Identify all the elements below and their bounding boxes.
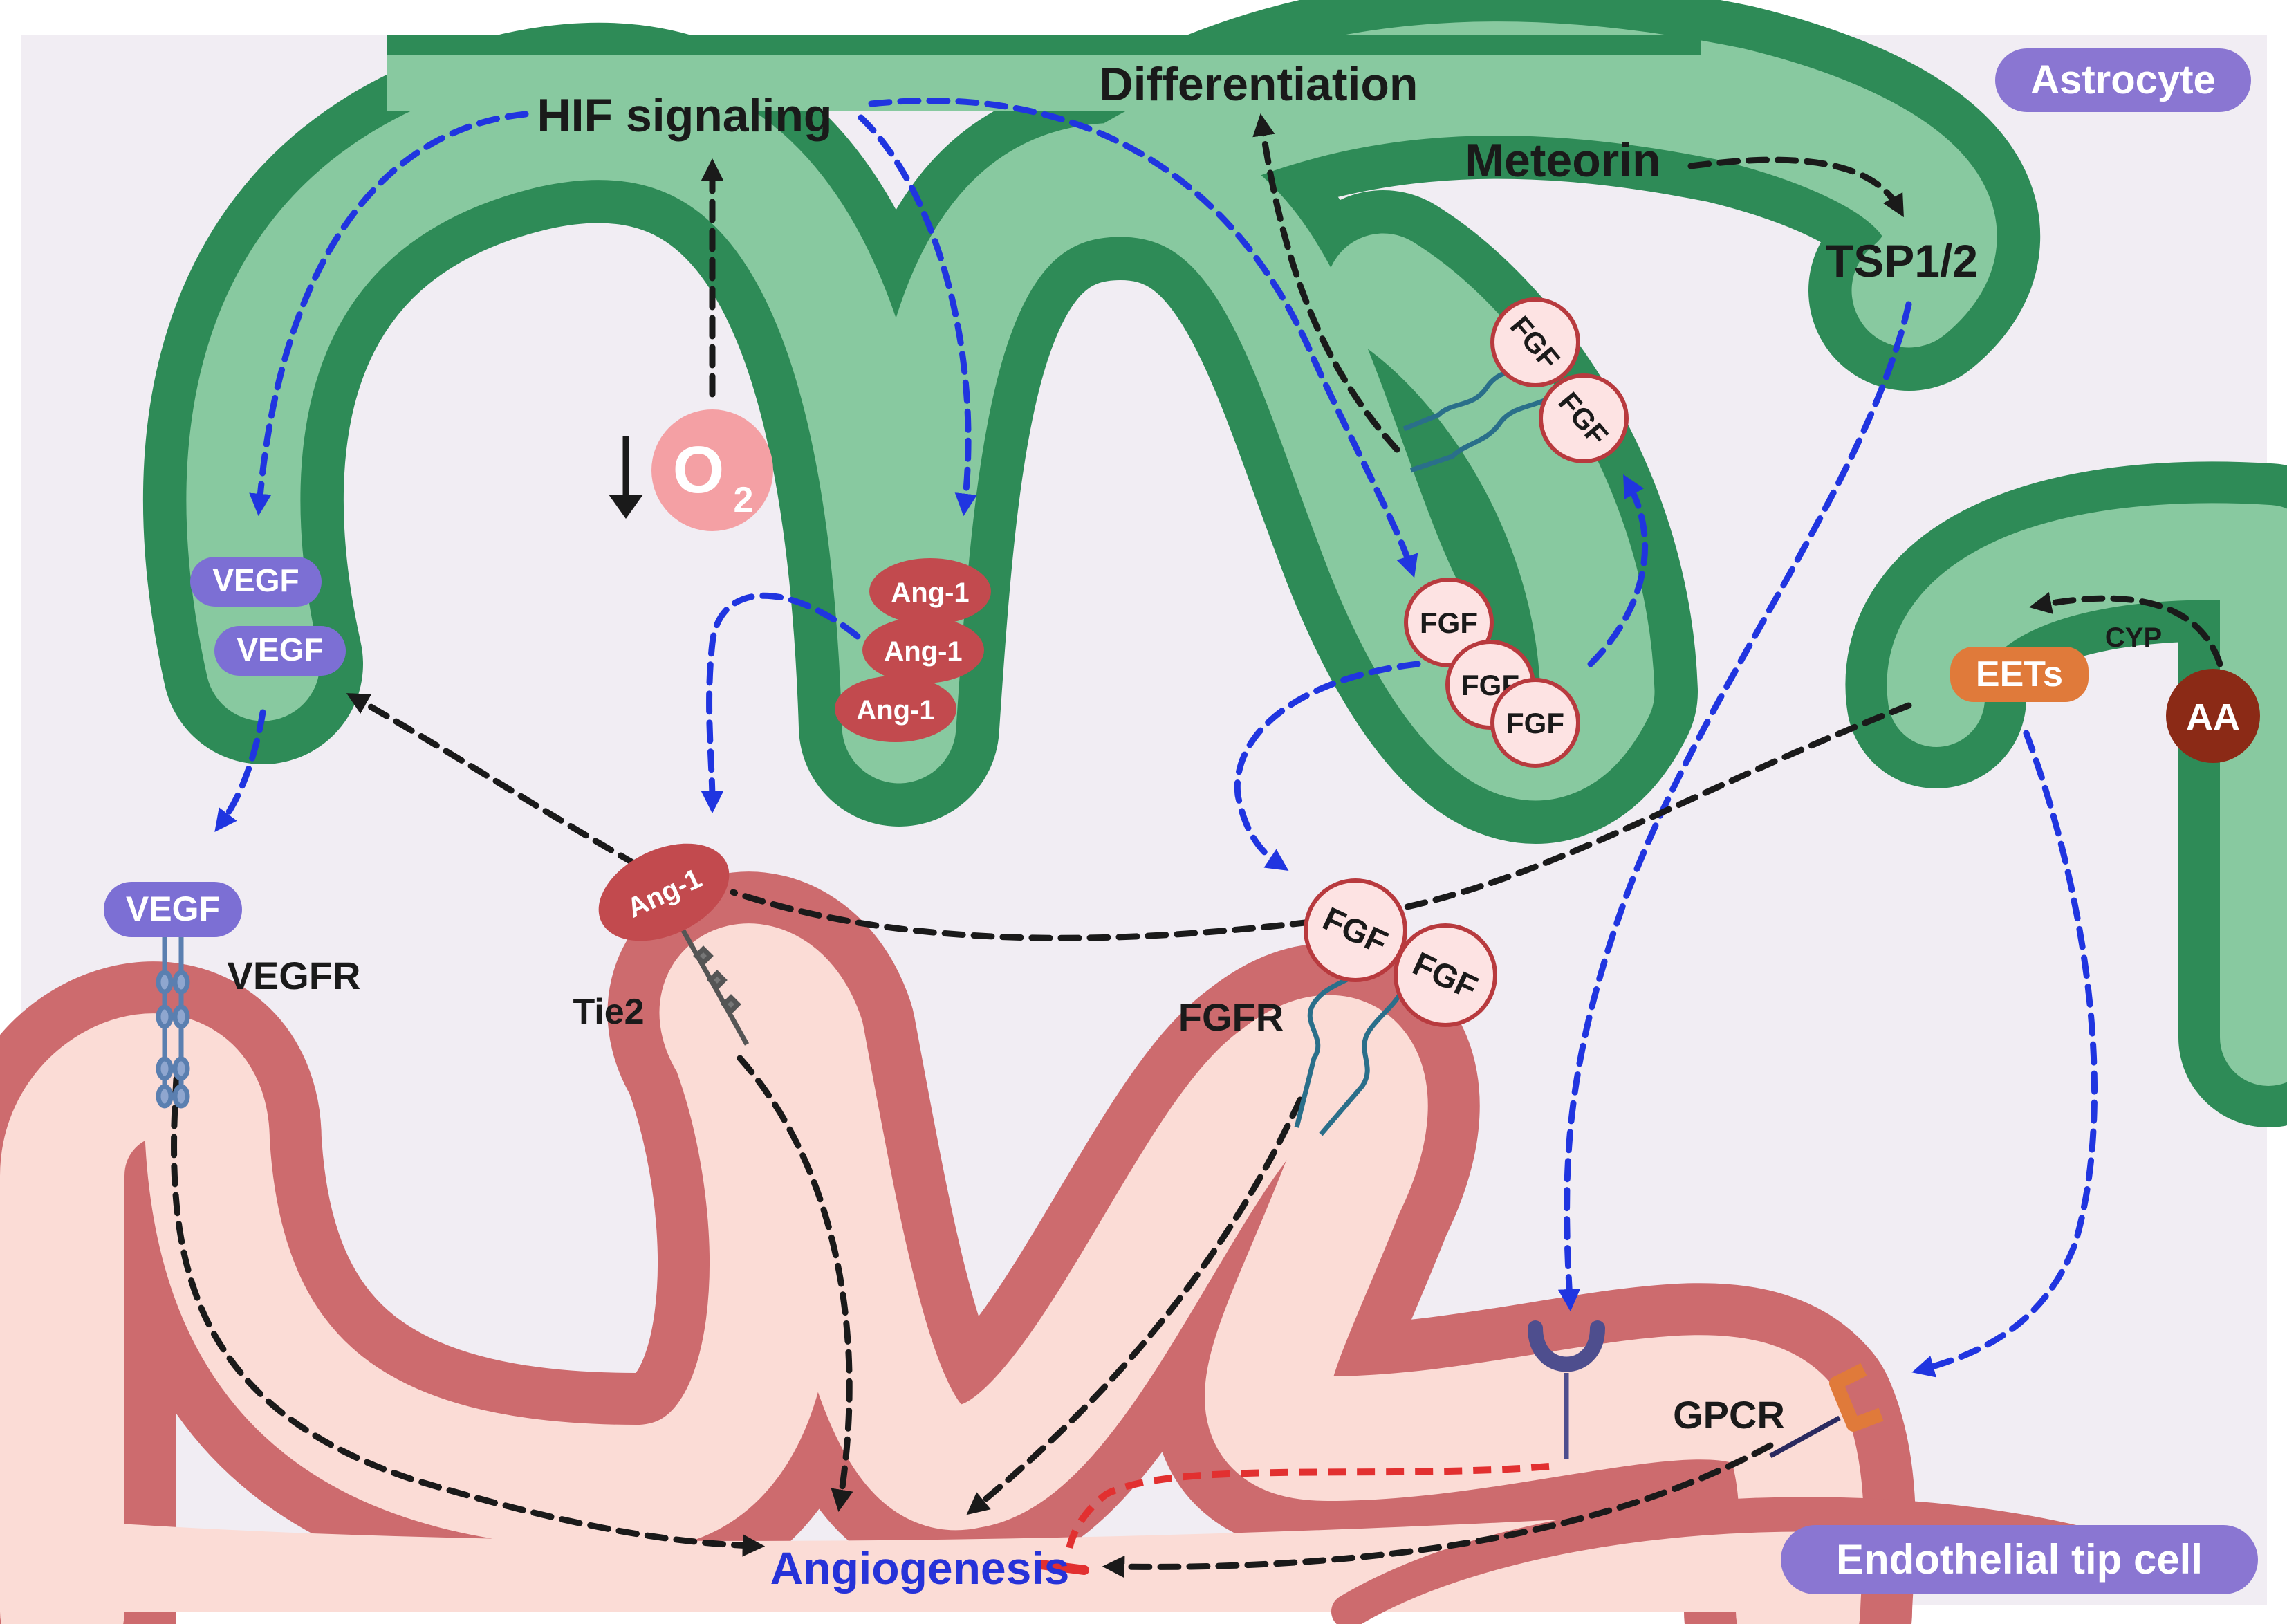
tie2-label: Tie2: [573, 992, 644, 1032]
angiogenesis-label: Angiogenesis: [770, 1542, 1070, 1594]
astrocyte-badge: Astrocyte: [1995, 48, 2251, 112]
ang1-oval-3: Ang-1: [835, 676, 956, 742]
fgf-circle-a1: FGF: [1490, 297, 1580, 387]
vegf-label-1: VEGF: [212, 562, 299, 598]
cyp-label: CYP: [2105, 622, 2162, 653]
differentiation-label: Differentiation: [1100, 58, 1418, 111]
fgfr-label: FGFR: [1178, 995, 1284, 1039]
arrow-aa-to-eets: [2029, 592, 2223, 667]
vegfr-label: VEGFR: [228, 954, 361, 997]
arrow-hif-to-ang1: [858, 114, 977, 517]
arrow-tie2-to-angiogenesis: [737, 1055, 853, 1512]
astrocyte-cell: [142, 0, 2287, 1127]
blue-arrows: [214, 98, 2098, 1378]
eets-pill: EETs: [1950, 647, 2089, 702]
fgf-circle-b3: FGF: [1490, 678, 1580, 768]
arrow-hif-to-vegf: [249, 111, 529, 517]
arrow-eets-to-gpcr: [1911, 730, 2098, 1378]
o2-subscript: 2: [734, 480, 754, 520]
fgf-circle-r2: FGF: [1394, 923, 1497, 1027]
tie2-receptor: [678, 925, 750, 1046]
arrow-hif-to-fgf: [868, 98, 1418, 578]
fgf-circle-b1: FGF: [1404, 578, 1494, 667]
arrow-ang1-to-tie2: [701, 592, 861, 814]
arrow-tsp-to-receptor: [1557, 301, 1912, 1312]
arrow-vegf-down: [214, 709, 266, 832]
astrocyte-right-lobe-inner: [1887, 503, 2287, 1086]
gpcr-receptor: [1769, 1363, 1884, 1459]
astrocyte-badge-label: Astrocyte: [2030, 57, 2216, 102]
fgf-label-b3: FGF: [1506, 707, 1564, 739]
tsp-receptor: [1528, 1320, 1605, 1459]
arrow-fgfr-to-angiogenesis: [966, 1096, 1304, 1515]
ang1-label-1: Ang-1: [891, 578, 969, 608]
aa-circle: AA: [2166, 669, 2260, 763]
fgf-circle-a2: FGF: [1539, 373, 1629, 463]
arrow-fgf-up: [1587, 474, 1649, 667]
arrow-meteorin-to-tsp: [1687, 156, 1904, 218]
vegf-pill-2: VEGF: [214, 626, 346, 676]
eets-label: EETs: [1976, 654, 2063, 694]
inhibition: [1036, 1463, 1550, 1575]
ang1-oval-2: Ang-1: [862, 617, 984, 683]
gpcr-label: GPCR: [1673, 1393, 1785, 1437]
vegf-pill-receptor: VEGF: [104, 882, 242, 937]
ang1-label-3: Ang-1: [856, 695, 934, 726]
ang1-oval-receptor: Ang-1: [598, 843, 730, 941]
arrow-vegfr-to-angiogenesis: [171, 1076, 766, 1557]
fgf-circle-r1: FGF: [1304, 878, 1407, 982]
vegf-pill-1: VEGF: [190, 557, 322, 607]
fgf-label-b1: FGF: [1420, 607, 1478, 639]
vegfr-receptor: [156, 934, 190, 1109]
arrow-to-differentiation: [1252, 113, 1400, 453]
arrow-ang1-to-vegf: [346, 693, 640, 868]
meteorin-label: Meteorin: [1465, 134, 1660, 187]
ang1-oval-1: Ang-1: [869, 558, 991, 625]
arrow-fgf-to-fgfr: [1234, 661, 1421, 871]
endothelial-badge: Endothelial tip cell: [1781, 1525, 2258, 1594]
hif-signaling-label: HIF signaling: [537, 89, 833, 142]
aa-label: AA: [2186, 696, 2240, 738]
vegf-label-receptor: VEGF: [126, 889, 220, 928]
tsp-label: TSP1/2: [1826, 235, 1978, 286]
oxygen-symbol: O 2: [609, 409, 773, 531]
inhibit-bar: [1036, 1560, 1089, 1575]
endothelial-floor: [90, 1508, 1770, 1612]
arrow-gpcr-to-angiogenesis: [1102, 1442, 1774, 1578]
vegf-label-2: VEGF: [237, 631, 323, 667]
endothelial-body-inner: [0, 923, 1864, 1624]
endothelial-badge-label: Endothelial tip cell: [1836, 1536, 2203, 1583]
ang1-label-2: Ang-1: [884, 636, 962, 667]
o2-label: O: [673, 433, 725, 507]
